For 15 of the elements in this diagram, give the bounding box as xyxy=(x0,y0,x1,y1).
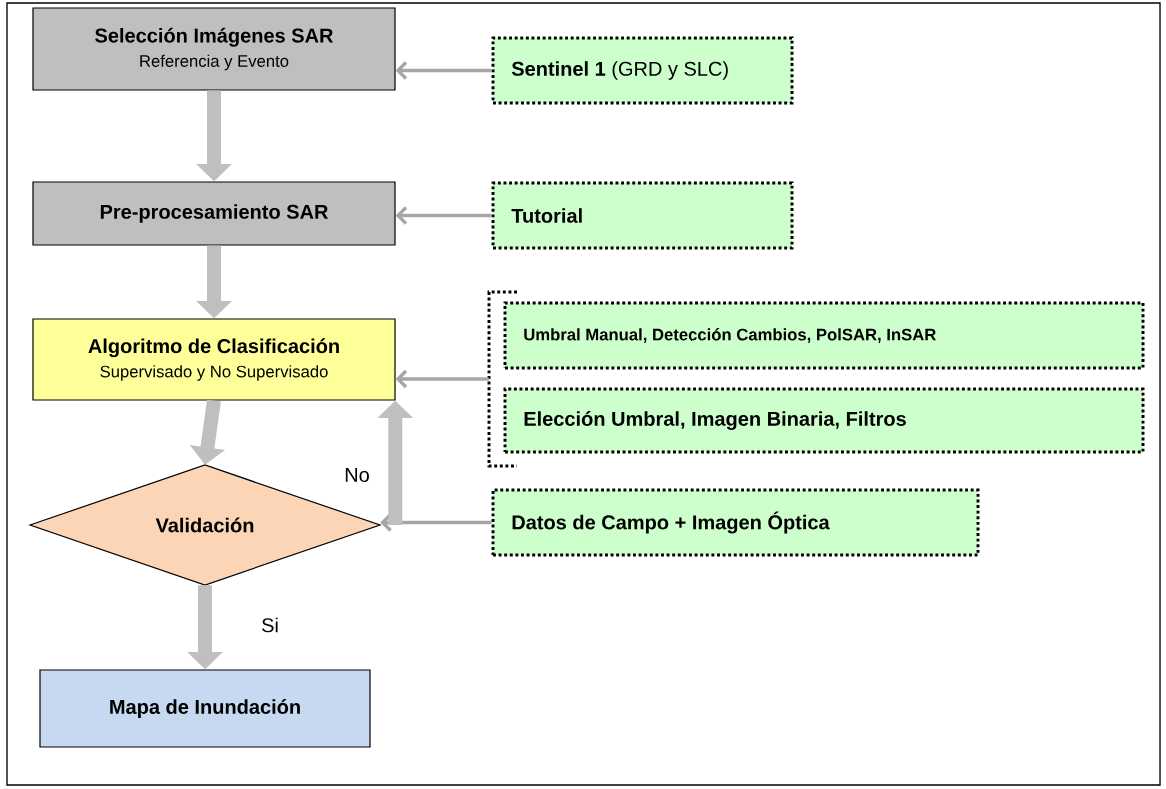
arrow xyxy=(380,513,492,532)
output-box: Mapa de Inundación xyxy=(39,669,371,748)
bracket xyxy=(487,290,517,468)
arrow xyxy=(395,61,492,80)
arrow xyxy=(395,206,492,225)
input-box: Umbral Manual, Detección Cambios, PolSAR, InSAR xyxy=(503,301,1145,370)
input-box: Elección Umbral, Imagen Binaria, Filtros xyxy=(503,387,1145,454)
edge-label: No xyxy=(342,466,372,484)
arrow xyxy=(395,369,489,389)
process-box: Algoritmo de Clasificación Supervisado y No Supervisado xyxy=(32,318,396,401)
input-box: Sentinel 1 (GRD y SLC) xyxy=(491,36,794,105)
input-box: Tutorial xyxy=(491,181,794,250)
edge-label: Si xyxy=(259,616,281,634)
process-box: Selección Imágenes SAR Referencia y Evento xyxy=(32,7,396,91)
input-box: Datos de Campo + Imagen Óptica xyxy=(491,488,980,557)
